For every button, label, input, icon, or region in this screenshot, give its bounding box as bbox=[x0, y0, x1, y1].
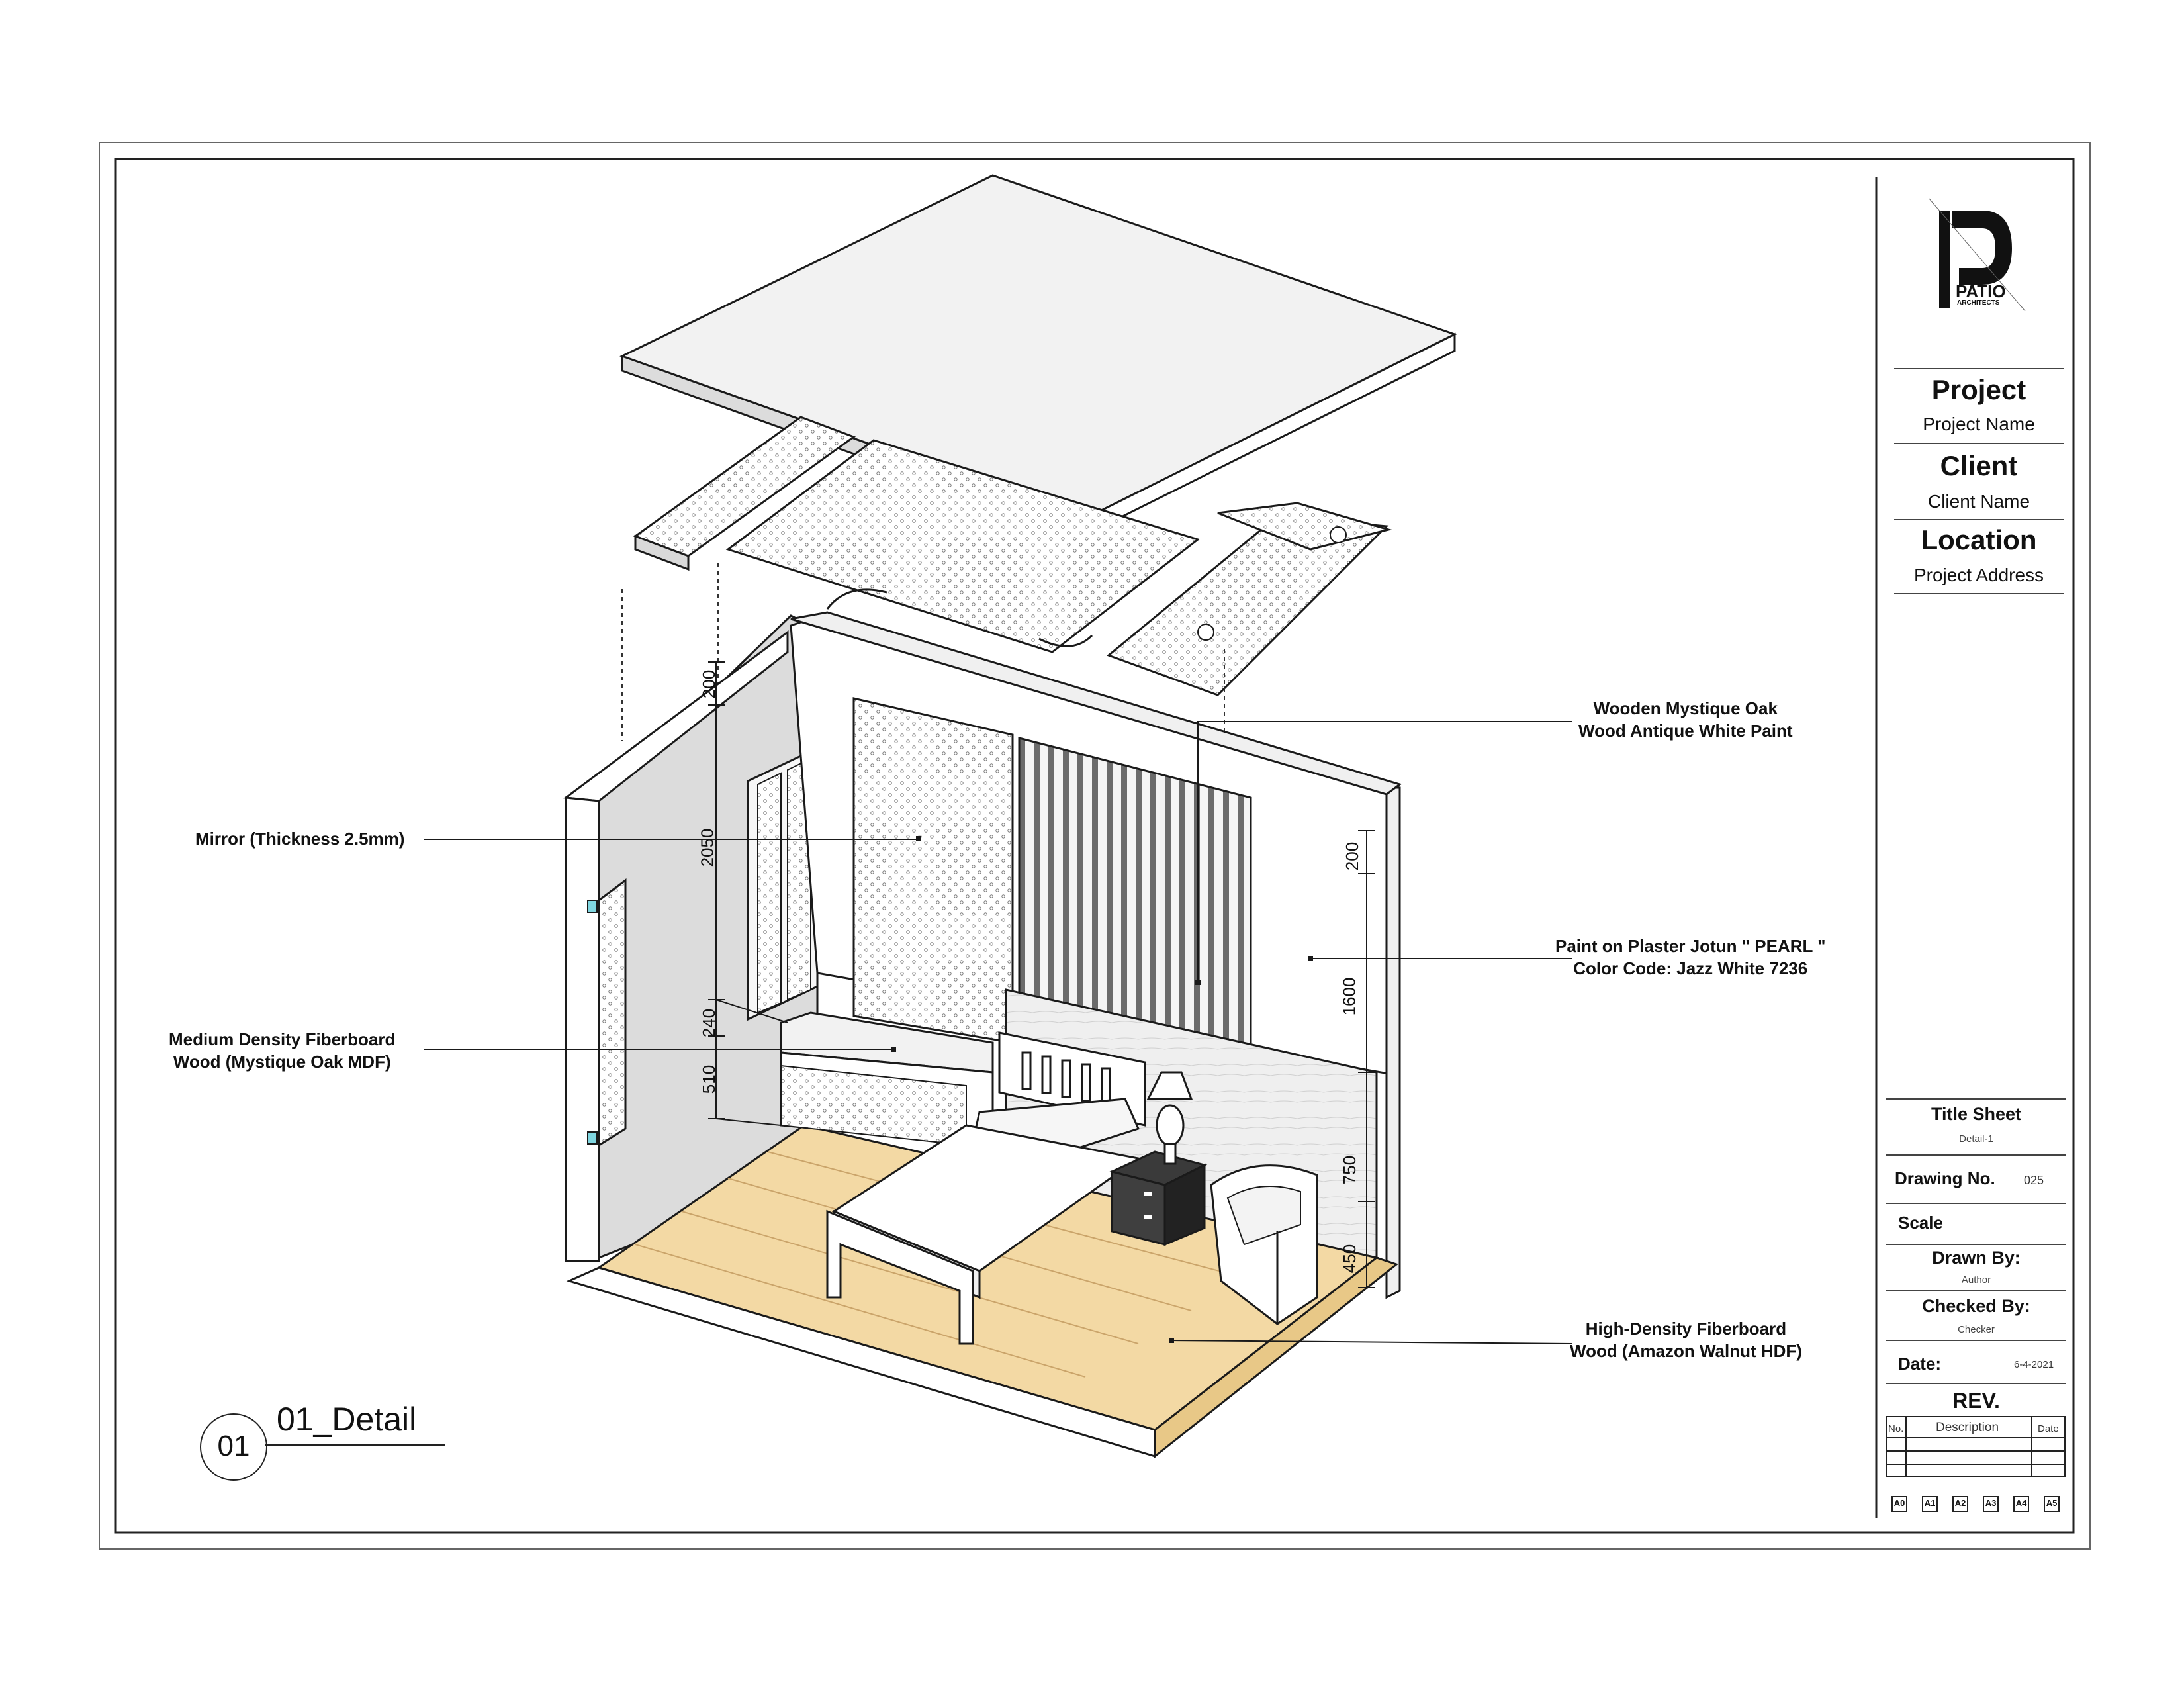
sheet-size-a1[interactable]: A1 bbox=[1922, 1496, 1938, 1512]
revision-table bbox=[1886, 1416, 2066, 1477]
revision-header-no: No. bbox=[1888, 1423, 1904, 1434]
dimension-label-450: 450 bbox=[1340, 1244, 1360, 1274]
drawing-no-value: 025 bbox=[2024, 1174, 2044, 1187]
dimension-label-510: 510 bbox=[699, 1064, 719, 1094]
annotation-paint-line1: Paint on Plaster Jotun " PEARL " bbox=[1555, 936, 1826, 956]
sheet-size-a4[interactable]: A4 bbox=[2013, 1496, 2029, 1512]
sheet-size-a3[interactable]: A3 bbox=[1983, 1496, 1999, 1512]
location-label: Location bbox=[1921, 524, 2037, 555]
bed bbox=[826, 1031, 1146, 1345]
window-bench bbox=[780, 1011, 994, 1147]
left-dimension-chain bbox=[708, 661, 788, 1126]
project-label: Project bbox=[1931, 374, 2026, 405]
view-number: 01 bbox=[217, 1430, 250, 1462]
mirror-panel bbox=[852, 697, 1014, 1044]
annotation-oak: Wooden Mystique Oak Wood Antique White P… bbox=[1578, 697, 1793, 742]
scale-label: Scale bbox=[1898, 1213, 1943, 1233]
window bbox=[747, 746, 819, 1021]
sheet-size-a5[interactable]: A5 bbox=[2044, 1496, 2060, 1512]
leader-lines bbox=[424, 721, 1572, 1344]
annotation-hdf-line2: Wood (Amazon Walnut HDF) bbox=[1570, 1341, 1802, 1361]
sheet-size-a0[interactable]: A0 bbox=[1891, 1496, 1907, 1512]
project-value: Project Name bbox=[1923, 414, 2035, 434]
right-dimension-chain bbox=[1358, 830, 1375, 1288]
revision-label: REV. bbox=[1952, 1389, 2000, 1413]
sheet-title: Title Sheet bbox=[1931, 1104, 2022, 1124]
dimension-label-200-left: 200 bbox=[699, 669, 719, 699]
view-number-circle bbox=[200, 1413, 267, 1481]
annotation-mirror-line1: Mirror (Thickness 2.5mm) bbox=[195, 829, 405, 849]
nightstand bbox=[1109, 1150, 1208, 1246]
revision-header-description: Description bbox=[1936, 1421, 1999, 1434]
leader-dots bbox=[891, 836, 1313, 1343]
sheet-inner-border bbox=[114, 158, 2075, 1534]
dimension-label-1600: 1600 bbox=[1339, 977, 1359, 1016]
sheet-subtitle: Detail-1 bbox=[1959, 1133, 1993, 1145]
annotation-mdf: Medium Density Fiberboard Wood (Mystique… bbox=[169, 1028, 395, 1073]
ceiling-gypsum-frame bbox=[633, 416, 1392, 696]
location-value: Project Address bbox=[1913, 565, 2044, 585]
logo-name: PATIO bbox=[1956, 281, 2006, 301]
floor bbox=[566, 1124, 1399, 1459]
sheet-outer-border bbox=[99, 142, 2091, 1550]
patio-logo-icon bbox=[1929, 198, 2026, 312]
client-label: Client bbox=[1940, 450, 2018, 481]
annotation-oak-line2: Wood Antique White Paint bbox=[1578, 721, 1793, 741]
annotation-hdf-line1: High-Density Fiberboard bbox=[1585, 1319, 1787, 1338]
revision-header-date: Date bbox=[2038, 1423, 2059, 1434]
drawing-no-label: Drawing No. bbox=[1895, 1168, 1995, 1188]
view-title: 01_Detail bbox=[277, 1401, 417, 1438]
table-lamp bbox=[1146, 1071, 1193, 1165]
annotation-paint: Paint on Plaster Jotun " PEARL " Color C… bbox=[1555, 935, 1825, 980]
dimension-label-240: 240 bbox=[699, 1008, 719, 1038]
annotation-mdf-line2: Wood (Mystique Oak MDF) bbox=[173, 1052, 391, 1072]
annotation-paint-line2: Color Code: Jazz White 7236 bbox=[1573, 959, 1808, 978]
checked-by-value: Checker bbox=[1958, 1324, 1995, 1335]
annotation-oak-line1: Wooden Mystique Oak bbox=[1593, 698, 1778, 718]
annotation-hdf: High-Density Fiberboard Wood (Amazon Wal… bbox=[1570, 1317, 1802, 1362]
drawn-by-label: Drawn By: bbox=[1932, 1248, 2021, 1268]
annotation-mirror: Mirror (Thickness 2.5mm) bbox=[195, 827, 404, 850]
armchair bbox=[1210, 1164, 1318, 1325]
dimension-label-200-right: 200 bbox=[1342, 841, 1363, 871]
logo-subtitle: ARCHITECTS bbox=[1957, 299, 2000, 306]
title-block-lines bbox=[1886, 368, 2066, 1384]
checked-by-label: Checked By: bbox=[1922, 1296, 2030, 1316]
date-value: 6-4-2021 bbox=[2014, 1359, 2054, 1370]
drawn-by-value: Author bbox=[1961, 1274, 1991, 1286]
dimension-label-2050: 2050 bbox=[697, 828, 717, 867]
annotation-mdf-line1: Medium Density Fiberboard bbox=[169, 1029, 396, 1049]
date-label: Date: bbox=[1898, 1354, 1942, 1374]
sheet-size-a2[interactable]: A2 bbox=[1952, 1496, 1968, 1512]
dimension-label-750: 750 bbox=[1340, 1155, 1360, 1185]
client-value: Client Name bbox=[1927, 491, 2030, 512]
